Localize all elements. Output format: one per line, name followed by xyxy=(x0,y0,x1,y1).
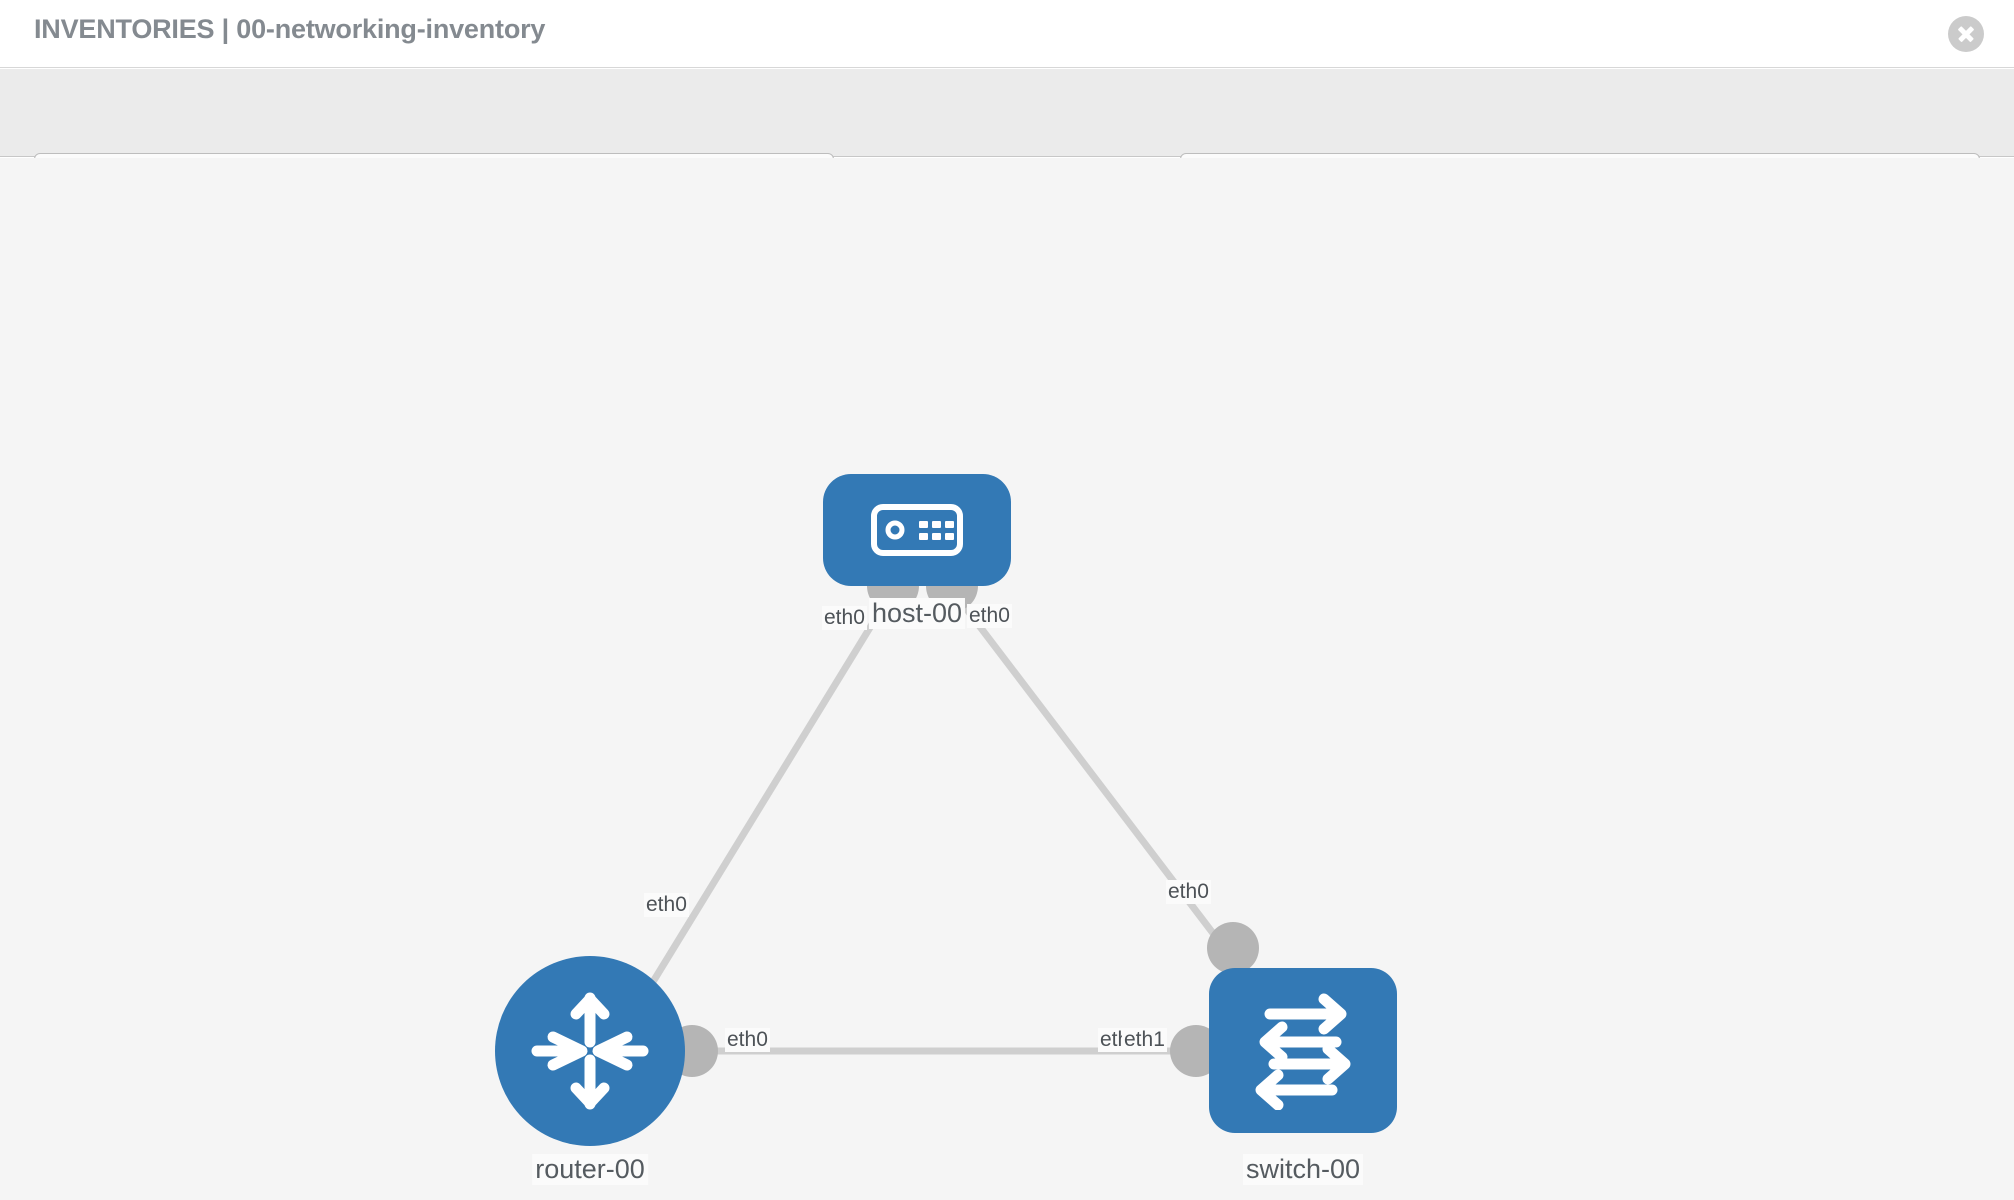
switch-node-shape[interactable] xyxy=(1209,968,1397,1133)
router-node-shape[interactable] xyxy=(495,956,685,1146)
server-icon xyxy=(871,504,963,556)
edge-label-host-left: eth0 xyxy=(822,606,867,630)
node-host-00[interactable] xyxy=(823,474,1011,586)
toolbar: ACTIONS SEARCH xyxy=(0,69,2014,209)
page-header: INVENTORIES | 00-networking-inventory xyxy=(0,0,2014,68)
router-arrows-icon xyxy=(531,992,649,1110)
page-title: INVENTORIES | 00-networking-inventory xyxy=(34,14,546,44)
topology-canvas[interactable]: host-00 router-00 xyxy=(0,158,2014,1200)
node-label-host-00: host-00 xyxy=(868,598,966,629)
topology-graph xyxy=(637,560,1259,1077)
connector-switch-top xyxy=(1207,922,1259,974)
edge-label-switch-left-b: eth1 xyxy=(1122,1028,1167,1052)
edge-host-router xyxy=(637,588,896,1005)
switch-arrows-icon xyxy=(1255,993,1351,1110)
edge-label-router-right: eth0 xyxy=(725,1028,770,1052)
node-router-00[interactable] xyxy=(495,956,685,1146)
node-label-router-00: router-00 xyxy=(532,1154,648,1185)
node-label-switch-00: switch-00 xyxy=(1242,1154,1364,1185)
edge-label-switch-up: eth0 xyxy=(1166,880,1211,904)
node-switch-00[interactable] xyxy=(1209,968,1397,1133)
edge-label-host-right: eth0 xyxy=(967,604,1012,628)
host-node-shape[interactable] xyxy=(823,474,1011,586)
close-icon[interactable] xyxy=(1948,16,1984,52)
edge-label-router-up: eth0 xyxy=(644,893,689,917)
